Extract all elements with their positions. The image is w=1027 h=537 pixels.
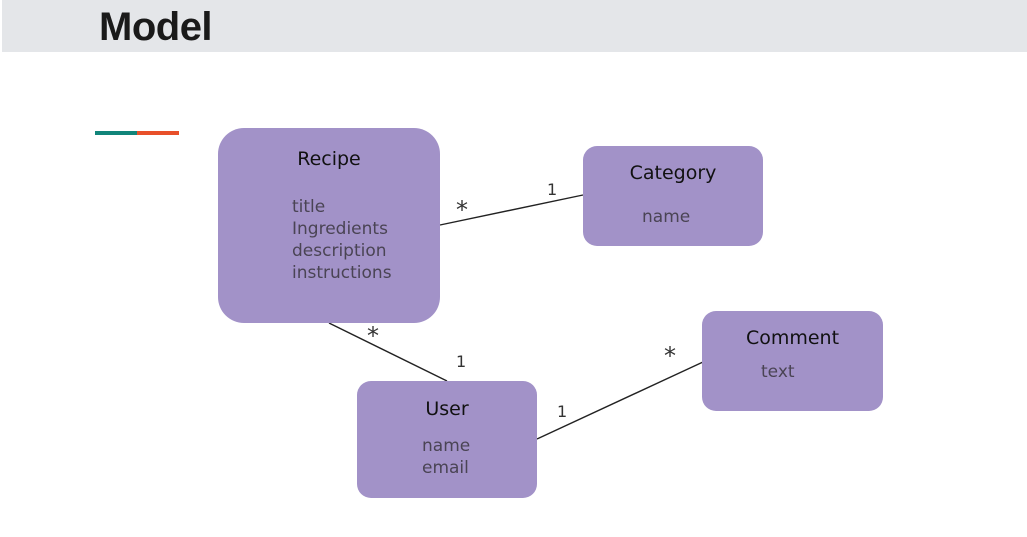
edge-recipe-user: [328, 322, 448, 382]
attribute: title: [292, 197, 326, 217]
page-title: Model: [99, 5, 213, 49]
multiplicity-user-comment-to: *: [664, 342, 676, 370]
attribute: Ingredients: [292, 219, 388, 239]
attribute: instructions: [292, 263, 392, 283]
multiplicity-user-comment-from: 1: [557, 402, 568, 421]
attribute-list: name: [642, 206, 690, 228]
entity-name: User: [425, 398, 469, 420]
multiplicity-recipe-category-to: 1: [547, 180, 558, 199]
attribute: email: [422, 458, 469, 478]
entity-user[interactable]: User name email: [357, 381, 537, 498]
attribute: description: [292, 241, 387, 261]
multiplicity-recipe-category-from: *: [456, 196, 468, 224]
entity-name: Category: [629, 162, 717, 184]
attribute-list: title Ingredients description instructio…: [292, 196, 392, 284]
accent-line-orange: [137, 131, 179, 135]
entity-name: Recipe: [297, 148, 361, 170]
attribute-list: name email: [422, 435, 470, 479]
edge-recipe-category: [439, 194, 584, 226]
header-bar: [2, 0, 1027, 52]
edge-user-comment: [536, 361, 704, 440]
attribute: name: [422, 436, 471, 456]
multiplicity-recipe-user-to: 1: [456, 352, 467, 371]
multiplicity-recipe-user-from: *: [367, 322, 379, 350]
entity-name: Comment: [745, 327, 840, 349]
entity-comment[interactable]: Comment text: [702, 311, 883, 411]
attribute: name: [642, 207, 691, 227]
attribute: text: [761, 362, 795, 382]
attribute-list: text: [761, 361, 795, 383]
entity-category[interactable]: Category name: [583, 146, 763, 246]
accent-line-teal: [95, 131, 137, 135]
entity-recipe[interactable]: Recipe title Ingredients description ins…: [218, 128, 440, 323]
